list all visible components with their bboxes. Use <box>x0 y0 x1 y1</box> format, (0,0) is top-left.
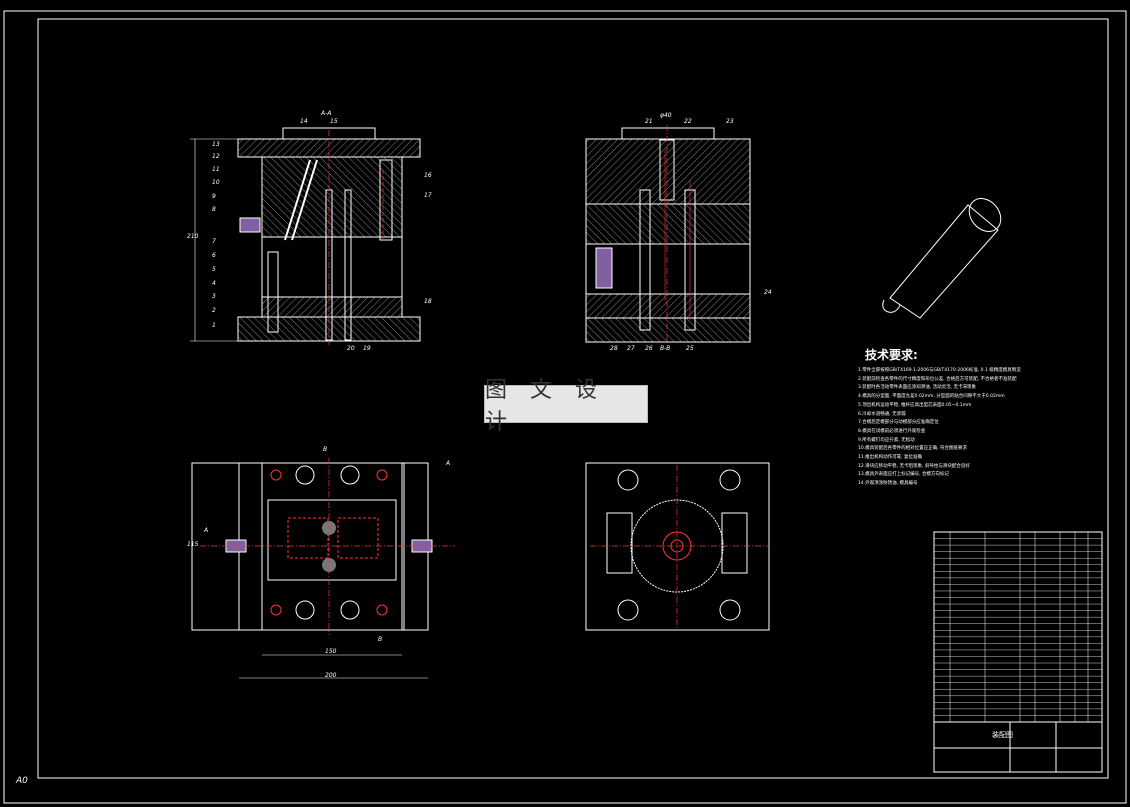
part-number: 4 <box>212 280 216 287</box>
part-number: 16 <box>424 172 432 179</box>
part-number: 28 <box>610 345 618 352</box>
part-number: 24 <box>764 289 772 296</box>
part-number: 2 <box>212 307 216 314</box>
tech-note: 12.滑块应移动平稳, 无卡阻现象, 斜导柱与滑块配合良好 <box>858 463 970 469</box>
tech-note: 1.零件全部按照GB/T4169.1-2006与GB/T4170-2006标准,… <box>858 368 1021 373</box>
part-number: 11 <box>212 166 220 173</box>
part-number: 21 <box>645 118 653 125</box>
plan-view-right <box>585 462 770 631</box>
part-number: 25 <box>686 345 694 352</box>
inner-border <box>37 18 1109 779</box>
part-number: 1 <box>212 322 216 329</box>
part-number: 5 <box>212 266 216 273</box>
tech-note: 13.模具外表面应打上标记编号, 合模方向标记 <box>858 472 950 478</box>
plan-view-left <box>191 458 455 679</box>
tech-note: 7.合模后定模部分与动模部分应准确定位 <box>858 420 939 426</box>
tech-note: 10.模具装配后各零件的相对位置应正确, 符合图纸要求 <box>858 446 968 452</box>
section-label-b-bottom: B <box>378 636 383 643</box>
tech-note: 11.推出机构动作可靠, 复位准确 <box>858 455 923 461</box>
title-block <box>933 531 1103 773</box>
tech-note: 6.冷却水道畅通, 无渗漏 <box>858 411 906 417</box>
part-number: 23 <box>726 118 734 125</box>
part-number: 10 <box>212 179 220 186</box>
part-number: 20 <box>347 345 355 352</box>
tech-note: 8.模具在试模前必须进行外观检查 <box>858 428 926 434</box>
dimension-side: 115 <box>187 541 199 548</box>
dimension-height: 210 <box>187 233 199 240</box>
part-number: 19 <box>363 345 371 352</box>
part-number: 12 <box>212 153 220 160</box>
tech-note: 5.顶出机构运动平稳, 推杆应高出型芯表面0.05~0.1mm <box>858 402 972 408</box>
part-number: 14 <box>300 118 308 125</box>
section-label-b-top: B <box>323 446 328 453</box>
tech-note: 3.装配时各活动零件表面应涂润滑油, 活动灵活, 无卡滞现象 <box>858 385 977 391</box>
part-number: 9 <box>212 193 216 200</box>
part-number: 3 <box>212 293 216 300</box>
tech-requirements-title: 技术要求: <box>865 348 918 362</box>
section-aa-view <box>190 127 421 345</box>
outer-border <box>3 10 1127 804</box>
section-label-aa: A-A <box>321 110 332 117</box>
section-label-bb: B-B <box>660 345 671 352</box>
section-label-a-left: A <box>204 527 209 534</box>
part-number: 6 <box>212 252 216 259</box>
part-number: 8 <box>212 206 216 213</box>
sheet-size-label: A0 <box>16 776 28 786</box>
part-number: 27 <box>627 345 635 352</box>
watermark: 图 文 设 计 <box>484 378 648 435</box>
tech-note: 9.所有螺钉均应拧紧, 无松动 <box>858 437 915 443</box>
tech-note: 4.模具的分型面, 平面度允差0.02mm, 分型面的贴合间隙不大于0.02mm <box>858 394 1005 400</box>
tech-note: 14.外观须涂防锈油, 模具编号 <box>858 481 918 487</box>
part-number: 15 <box>330 118 338 125</box>
title-block-title: 装配图 <box>992 731 1013 739</box>
tech-requirements-notes: 1.零件全部按照GB/T4169.1-2006与GB/T4170-2006标准,… <box>858 367 1118 489</box>
tech-note: 2.装配前检查各零件的尺寸精度和形位公差, 合格后方可装配, 不合格者不准装配 <box>858 376 1017 382</box>
dimension-width-inner: 150 <box>325 648 337 655</box>
part-isometric <box>882 198 1002 319</box>
section-bb-view <box>585 125 751 345</box>
part-number: 13 <box>212 141 220 148</box>
part-number: 7 <box>212 238 216 245</box>
section-label-a-right: A <box>446 460 451 467</box>
part-number: 18 <box>424 298 432 305</box>
part-number: 17 <box>424 192 432 199</box>
part-number: 22 <box>684 118 692 125</box>
part-number: 26 <box>645 345 653 352</box>
dimension-width-outer: 200 <box>325 672 337 679</box>
dimension-top: φ40 <box>660 112 672 119</box>
